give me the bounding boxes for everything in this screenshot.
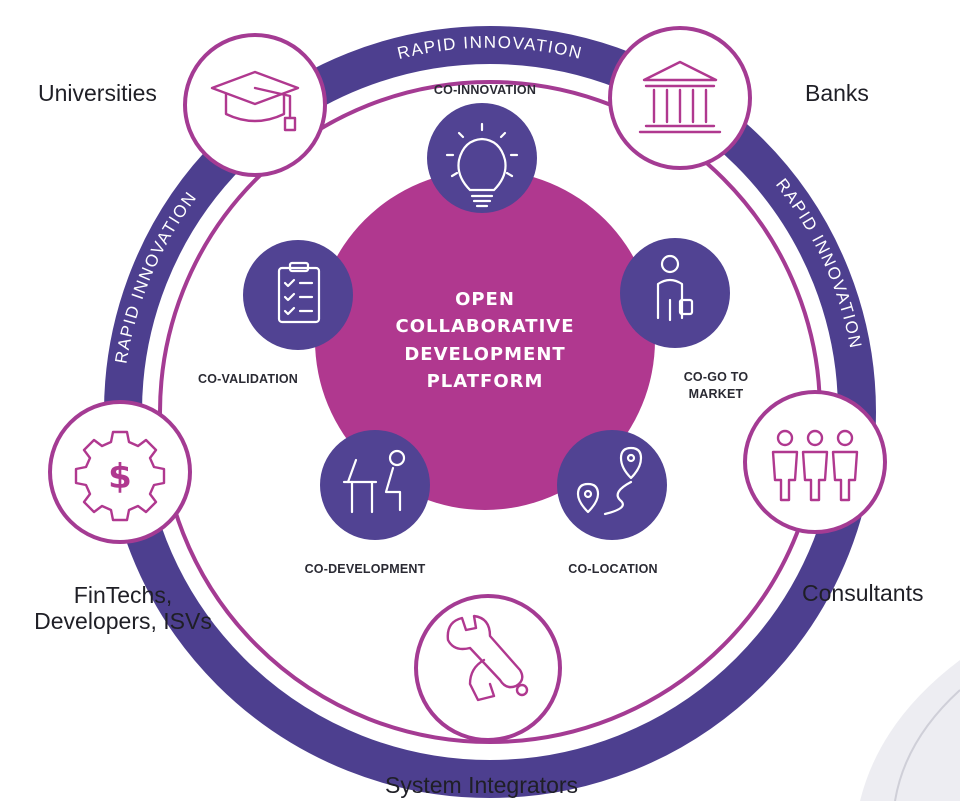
node-universities [183,33,327,177]
decorative-swirl-2 [894,689,960,801]
graduation-cap-icon [210,70,300,132]
gear-dollar-icon [74,430,166,522]
label-co-go-to-market: CO-GO TO MARKET [666,369,766,403]
label-co-go-to-market-line-1: CO-GO TO [683,370,749,384]
label-consultants: Consultants [802,580,924,606]
center-title-line-3: DEVELOPMENT [404,343,566,365]
label-co-go-to-market-line-2: MARKET [688,386,744,401]
label-co-validation: CO-VALIDATION [197,372,299,386]
phase-co-innovation [427,103,537,213]
bank-building-icon [638,60,722,134]
clipboard-checklist-icon [277,261,321,324]
node-fintechs: $ [48,400,192,544]
phase-co-development [320,430,430,540]
consultants-group-icon [771,429,859,502]
node-banks [608,26,752,170]
location-pin-icon [576,446,643,516]
label-co-development: CO-DEVELOPMENT [304,562,426,576]
traveler-icon [656,254,694,322]
label-fintechs-line-2: Developers, ISVs [34,608,212,635]
label-fintechs: FinTechs, Developers, ISVs [18,582,228,635]
center-title-line-4: PLATFORM [426,371,544,393]
label-universities: Universities [38,80,157,106]
phase-co-validation [243,240,353,350]
lightbulb-icon [445,122,519,208]
center-title-line-1: OPEN [455,289,515,310]
center-title: OPEN COLLABORATIVE DEVELOPMENT PLATFORM [370,286,600,395]
node-system-integrators [414,594,562,742]
ring-label-bottom-right: RAPID INNOVATION [597,564,763,667]
label-co-innovation: CO-INNOVATION [433,83,537,97]
phase-co-go-to-market [620,238,730,348]
center-title-line-2: COLLABORATIVE [395,316,575,338]
phase-co-location [557,430,667,540]
wrench-hand-icon [446,614,529,702]
node-consultants [743,390,887,534]
decorative-swirl [860,660,960,801]
label-co-location: CO-LOCATION [568,562,658,576]
label-fintechs-line-1: FinTechs, [73,582,173,608]
label-banks: Banks [805,80,869,106]
label-system-integrators: System Integrators [385,772,579,798]
dollar-sign-icon: $ [108,457,132,497]
center-circle [315,170,655,510]
developer-at-desk-icon [342,449,406,514]
